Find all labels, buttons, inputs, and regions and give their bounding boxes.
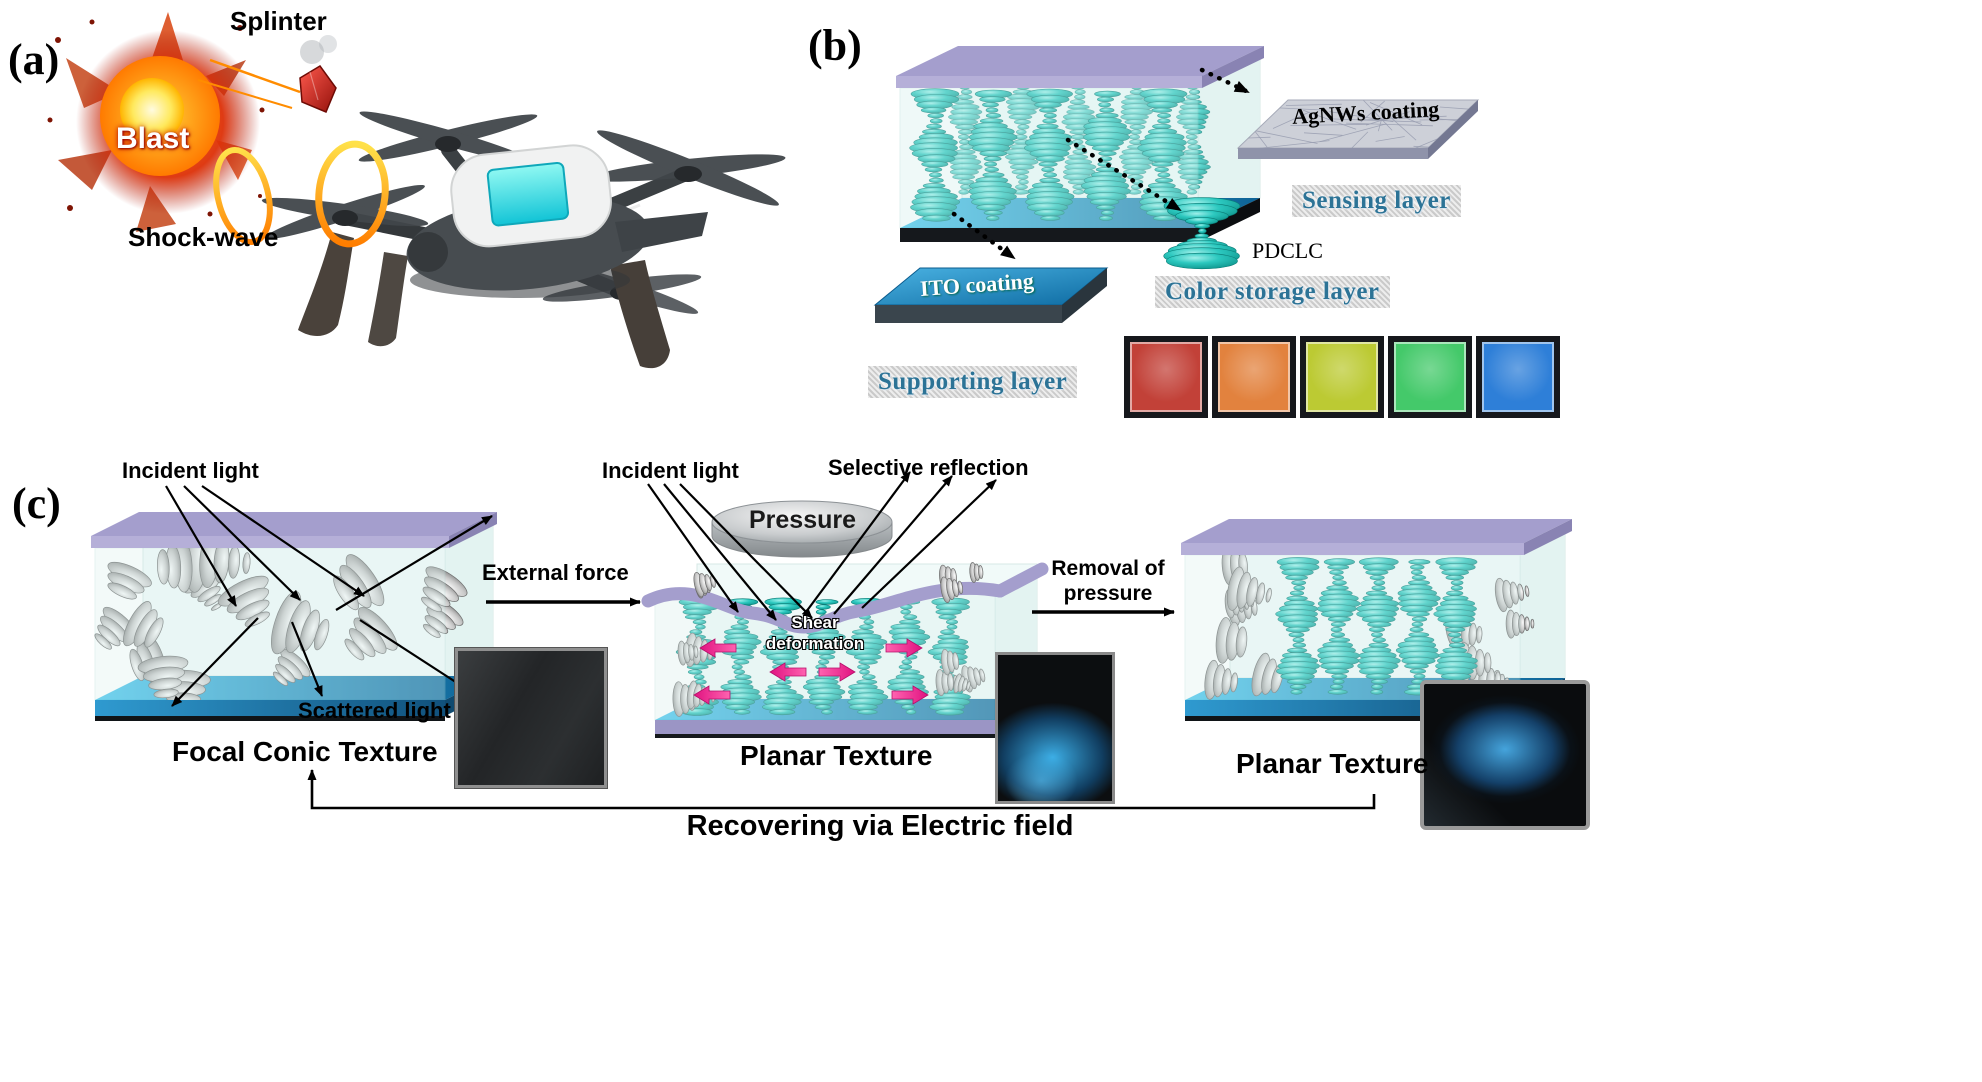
planar-texture-label-mid: Planar Texture [740, 740, 933, 771]
swatch-cell [1130, 342, 1202, 412]
color-swatch-red [1124, 336, 1208, 418]
focal-conic-box [91, 512, 497, 721]
panel-b-artwork [873, 46, 1480, 323]
swatch-row [1124, 336, 1560, 418]
swatch-cell [1306, 342, 1378, 412]
dotted-arrow-ito [951, 211, 1017, 261]
dotted-arrow-agnws [1199, 67, 1251, 95]
swatch-cell [1218, 342, 1290, 412]
drone-screen [486, 161, 570, 227]
swatch-cell [1482, 342, 1554, 412]
removal-line-2: pressure [1063, 582, 1153, 606]
sensing-layer-label: Sensing layer [1292, 185, 1461, 217]
shear-line-1: Shear [791, 613, 839, 632]
selective-reflection-arrows [805, 471, 997, 615]
ito-slab [873, 267, 1109, 323]
shock-wave-label: Shock-wave [128, 222, 279, 252]
pressure-label: Pressure [748, 506, 857, 534]
splinter-label: Splinter [230, 6, 327, 36]
inset-photo-planar-recovered [1420, 680, 1590, 830]
shockwave-rings [213, 140, 389, 248]
supporting-layer-label: Supporting layer [868, 366, 1078, 398]
planar-texture-label-right: Planar Texture [1236, 748, 1429, 779]
recovering-label: Recovering via Electric field [686, 810, 1074, 842]
color-swatch-green [1388, 336, 1472, 418]
panel-a-artwork [47, 12, 786, 369]
incident-light-label-left: Incident light [122, 458, 259, 483]
color-swatch-yellowgreen [1300, 336, 1384, 418]
scattered-light-label: Scattered light [298, 698, 451, 723]
pdclc-label: PDCLC [1252, 238, 1323, 263]
incident-light-arrows-mid [647, 483, 813, 621]
planar-box-recovered [1181, 519, 1572, 721]
removal-line-1: Removal of [1051, 557, 1165, 580]
incident-light-label-mid: Incident light [602, 458, 739, 483]
splinter-streaks [197, 58, 301, 109]
selective-reflection-label: Selective reflection [828, 455, 1029, 480]
dotted-arrow-pdclc [1065, 137, 1183, 213]
panel-a-label: (a) [8, 35, 60, 84]
recover-path [307, 769, 1376, 810]
shear-deformation-label: Shear deformation [730, 612, 900, 655]
color-storage-layer-label: Color storage layer [1155, 276, 1390, 308]
blast-label: Blast [116, 122, 190, 155]
color-swatch-blue [1476, 336, 1560, 418]
agnws-slab [1236, 99, 1480, 159]
focal-conic-texture-label: Focal Conic Texture [172, 736, 438, 767]
dotted-arrows [951, 67, 1251, 261]
pressure-disc [711, 500, 893, 558]
drone-illustration [261, 111, 786, 369]
panel-c-label: (c) [12, 479, 61, 528]
pdclc-stack-icon [1163, 197, 1241, 270]
inset-photo-planar-pressed [995, 652, 1115, 804]
shear-line-2: deformation [765, 634, 865, 654]
splinter-shard [299, 35, 337, 113]
external-force-label: External force [482, 560, 629, 585]
incident-light-arrows-left [165, 485, 365, 607]
clc-cell-box [896, 46, 1264, 242]
panel-c-artwork [91, 471, 1572, 810]
scattered-light-arrows [171, 515, 493, 707]
planar-box-pressed [641, 562, 1049, 738]
removal-of-pressure-label: Removal of pressure [1028, 556, 1188, 606]
color-swatch-orange [1212, 336, 1296, 418]
swatch-cell [1394, 342, 1466, 412]
panel-b-label: (b) [808, 21, 862, 70]
inset-photo-focal-conic [454, 647, 608, 789]
